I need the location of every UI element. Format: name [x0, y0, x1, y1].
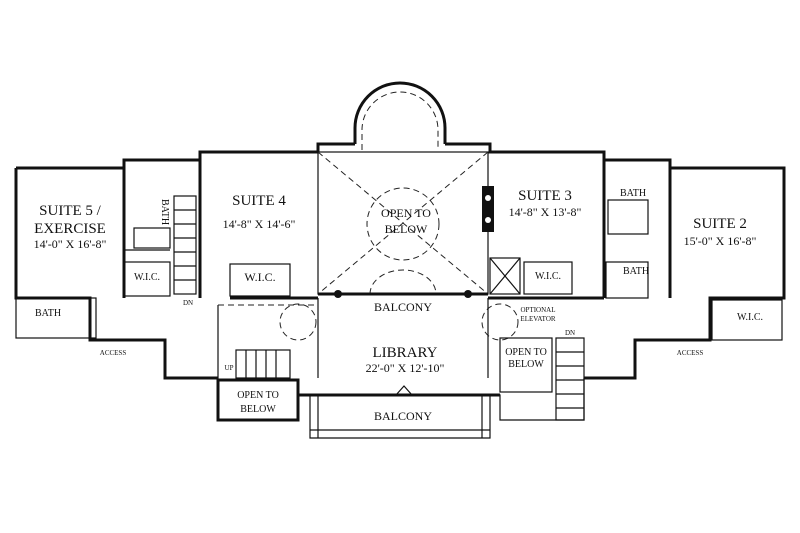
suite2-dims: 15'-0" X 16'-8" [684, 234, 757, 248]
wic-suite3: W.I.C. [535, 271, 561, 282]
wic-suite2: W.I.C. [737, 312, 763, 323]
room-labels: SUITE 5 / EXERCISE 14'-0" X 16'-8" SUITE… [34, 188, 757, 423]
up-left: UP [225, 364, 234, 372]
access-left: ACCESS [100, 349, 127, 357]
elevator-line2: ELEVATOR [520, 315, 555, 323]
dn-right: DN [565, 329, 575, 337]
open-hall [317, 151, 494, 298]
suite5-dims: 14'-0" X 16'-8" [34, 237, 107, 251]
library-walls [298, 298, 500, 397]
bath-suite2-lower: BATH [623, 266, 649, 277]
bath-suite5-lower: BATH [35, 308, 61, 319]
open-right-line1: OPEN TO [505, 347, 547, 358]
suite4-dims: 14'-8" X 14'-6" [223, 217, 296, 231]
right-stair-treads [556, 351, 584, 409]
open-hall-line2: BELOW [385, 222, 428, 236]
left-stair-treads [174, 209, 196, 281]
left-wing-walls [15, 152, 318, 422]
bath-suite2-upper: BATH [620, 188, 646, 199]
elevator-line1: OPTIONAL [521, 306, 556, 314]
suite5-name-line2: EXERCISE [34, 221, 106, 237]
right-wing-walls [481, 152, 783, 421]
library-name: LIBRARY [372, 345, 437, 361]
open-left-line2: BELOW [240, 404, 276, 415]
balcony-lower-label: BALCONY [374, 409, 432, 423]
access-right: ACCESS [677, 349, 704, 357]
secondary-labels: BATH BATH W.I.C. W.I.C. W.I.C. W.I.C. BA… [35, 188, 763, 372]
open-left-line1: OPEN TO [237, 390, 279, 401]
balcony-upper-label: BALCONY [374, 300, 432, 314]
wic-suite5: W.I.C. [134, 272, 160, 283]
suite4-name: SUITE 4 [232, 193, 286, 209]
dn-left: DN [183, 299, 193, 307]
suite5-name-line1: SUITE 5 / [39, 203, 101, 219]
open-hall-line1: OPEN TO [381, 206, 431, 220]
bath-suite5-vertical: BATH [159, 199, 170, 225]
suite3-dims: 14'-8" X 13'-8" [509, 205, 582, 219]
rotunda [353, 81, 447, 150]
left-lower-stair-treads [245, 350, 277, 378]
suite3-name: SUITE 3 [518, 188, 572, 204]
library-dims: 22'-0" X 12'-10" [366, 361, 445, 375]
wic-suite4: W.I.C. [244, 270, 275, 284]
open-right-line2: BELOW [508, 359, 544, 370]
suite2-name: SUITE 2 [693, 216, 747, 232]
